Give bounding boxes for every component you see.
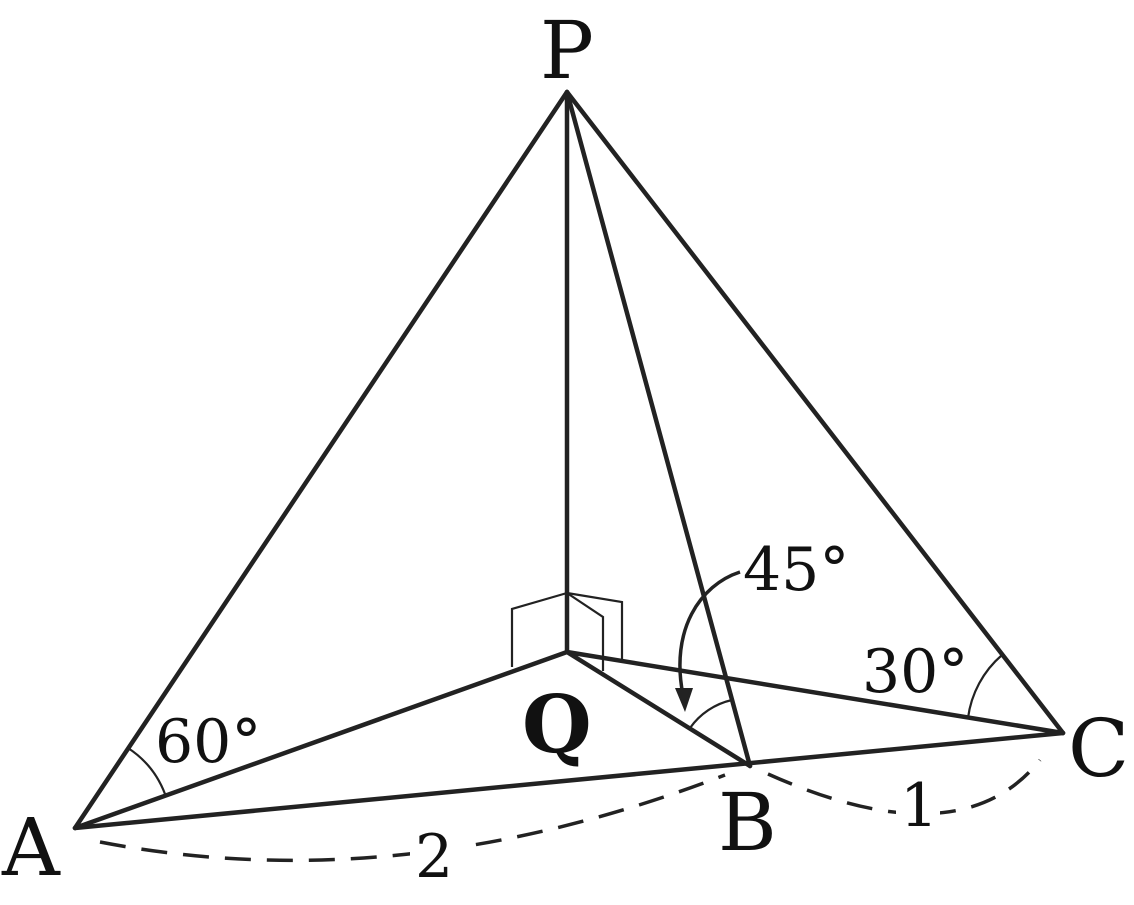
edge-AC [72, 730, 1066, 831]
length-label-AB: 2 [415, 822, 453, 892]
edge-QB [564, 649, 753, 769]
point-label-B: B [718, 776, 777, 869]
angle-label-A: 60° [155, 707, 261, 777]
point-label-Q: Q [522, 677, 592, 771]
edge-PB [564, 89, 753, 769]
length-arc-AB [99, 773, 726, 863]
right-angle-marker-left [510, 591, 568, 667]
label-backdrop-AB [410, 825, 462, 885]
angle-label-B: 45° [743, 535, 849, 605]
angle-arc-C [966, 654, 1003, 719]
point-label-C: C [1068, 702, 1129, 795]
edge-PC [564, 89, 1066, 736]
length-label-BC: 1 [900, 771, 938, 841]
label-backdrop-BC [896, 770, 940, 832]
edge-QC [564, 649, 1066, 736]
angle-arc-B [689, 698, 733, 729]
right-angle-marker-inner [566, 592, 605, 671]
point-label-A: A [1, 801, 61, 894]
right-angle-marker-right [566, 591, 624, 662]
edge-PA [72, 89, 570, 831]
angle-pointer-arrow [678, 570, 741, 696]
angle-arc-A [127, 747, 167, 795]
point-label-P: P [540, 4, 594, 97]
edge-AQ [72, 649, 570, 831]
arrowhead-icon [675, 688, 693, 712]
angle-label-C: 30° [862, 637, 968, 707]
